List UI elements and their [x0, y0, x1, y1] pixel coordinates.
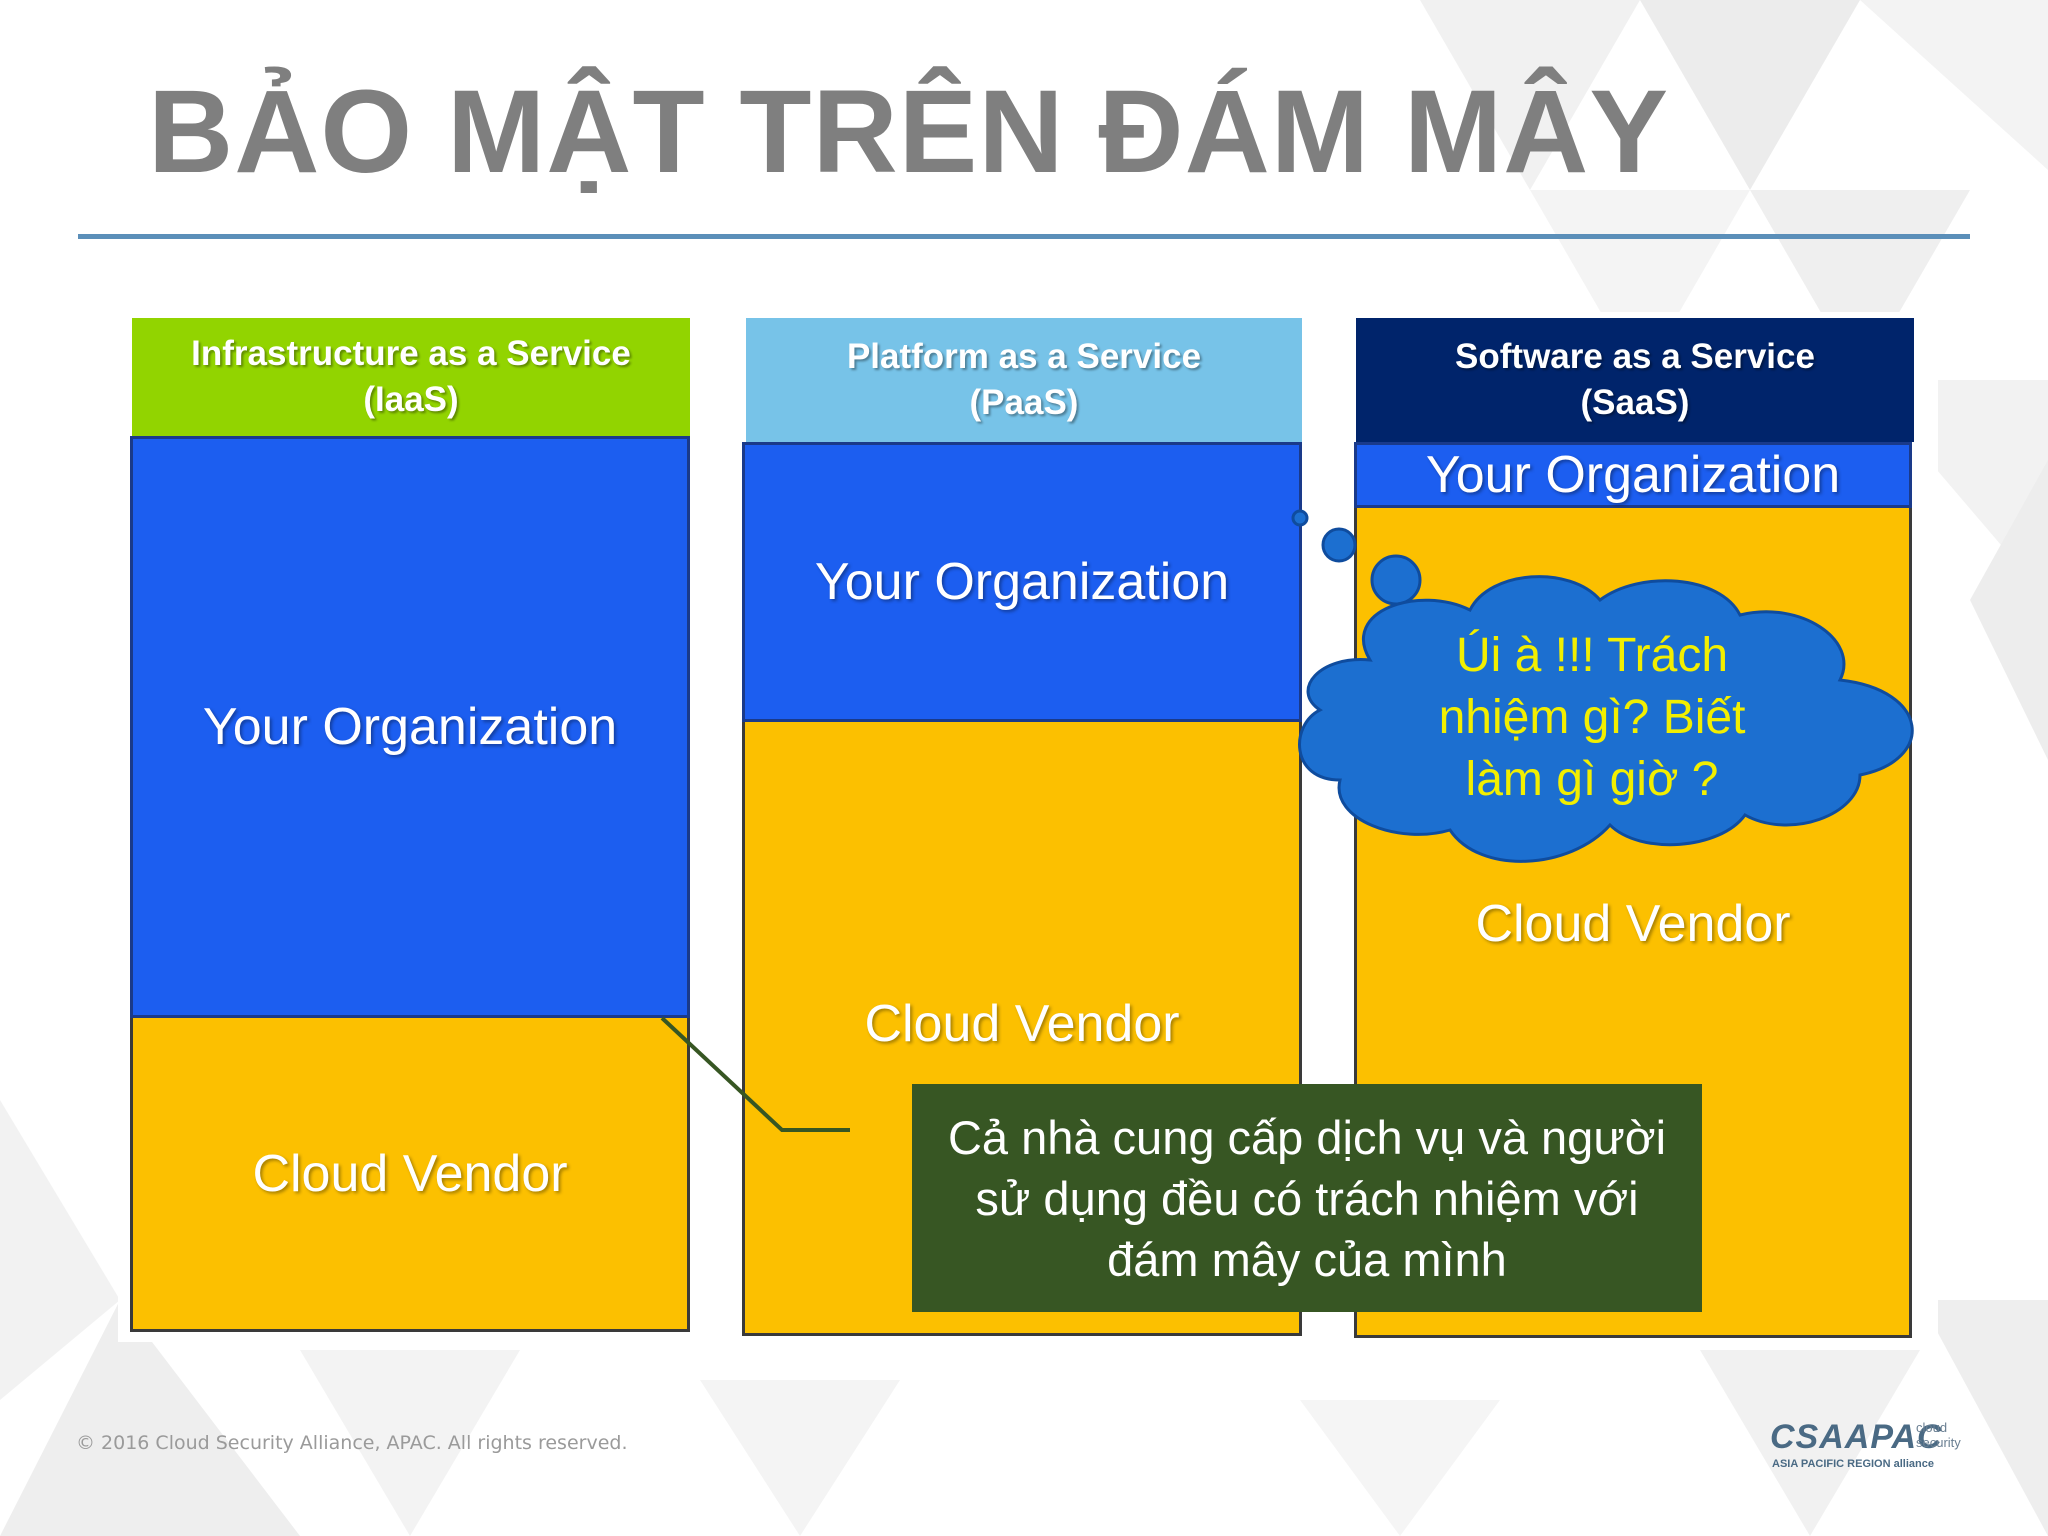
- title-divider: [78, 234, 1970, 239]
- saas-header: Software as a Service (SaaS): [1356, 318, 1914, 442]
- paas-header: Platform as a Service (PaaS): [746, 318, 1302, 442]
- saas-header-line1: Software as a Service: [1455, 337, 1815, 376]
- iaas-vendor-block: Cloud Vendor: [130, 1018, 690, 1332]
- paas-header-line2: (PaaS): [969, 383, 1079, 422]
- paas-vendor-label: Cloud Vendor: [864, 995, 1180, 1053]
- logo-side-text: cloud security: [1916, 1420, 1961, 1450]
- callout-text: Cả nhà cung cấp dịch vụ và người sử dụng…: [947, 1110, 1667, 1286]
- saas-organization-block: Your Organization: [1354, 442, 1912, 508]
- logo-sub-text: ASIA PACIFIC REGION alliance: [1772, 1458, 1934, 1470]
- paas-organization-label: Your Organization: [814, 553, 1230, 611]
- csa-apac-logo: CSAAPAC cloud security ASIA PACIFIC REGI…: [1770, 1418, 1970, 1474]
- paas-header-line1: Platform as a Service: [846, 337, 1202, 376]
- thought-bubble-text: Úi à !!! Trách nhiệm gì? Biết làm gì giờ…: [1392, 625, 1792, 811]
- saas-organization-label: Your Organization: [1425, 446, 1841, 504]
- iaas-organization-label: Your Organization: [202, 698, 618, 756]
- iaas-vendor-label: Cloud Vendor: [252, 1144, 568, 1203]
- shared-responsibility-callout: Cả nhà cung cấp dịch vụ và người sử dụng…: [912, 1084, 1702, 1312]
- iaas-header: Infrastructure as a Service (IaaS): [132, 318, 690, 436]
- page-title: BẢO MẬT TRÊN ĐÁM MÂY: [148, 66, 1670, 198]
- thought-bubble-line1: Úi à !!! Trách: [1455, 629, 1729, 682]
- saas-vendor-label: Cloud Vendor: [1475, 895, 1791, 953]
- thought-bubble-line3: làm gì giờ ?: [1465, 753, 1719, 806]
- paas-organization-block: Your Organization: [742, 442, 1302, 722]
- iaas-header-line2: (IaaS): [363, 380, 459, 419]
- copyright-footer: © 2016 Cloud Security Alliance, APAC. Al…: [76, 1432, 628, 1454]
- iaas-organization-block: Your Organization: [130, 436, 690, 1018]
- saas-header-line2: (SaaS): [1580, 383, 1690, 422]
- iaas-header-line1: Infrastructure as a Service: [191, 334, 631, 373]
- logo-main-text: CSAAPAC: [1770, 1418, 1943, 1456]
- thought-bubble-line2: nhiệm gì? Biết: [1438, 691, 1746, 744]
